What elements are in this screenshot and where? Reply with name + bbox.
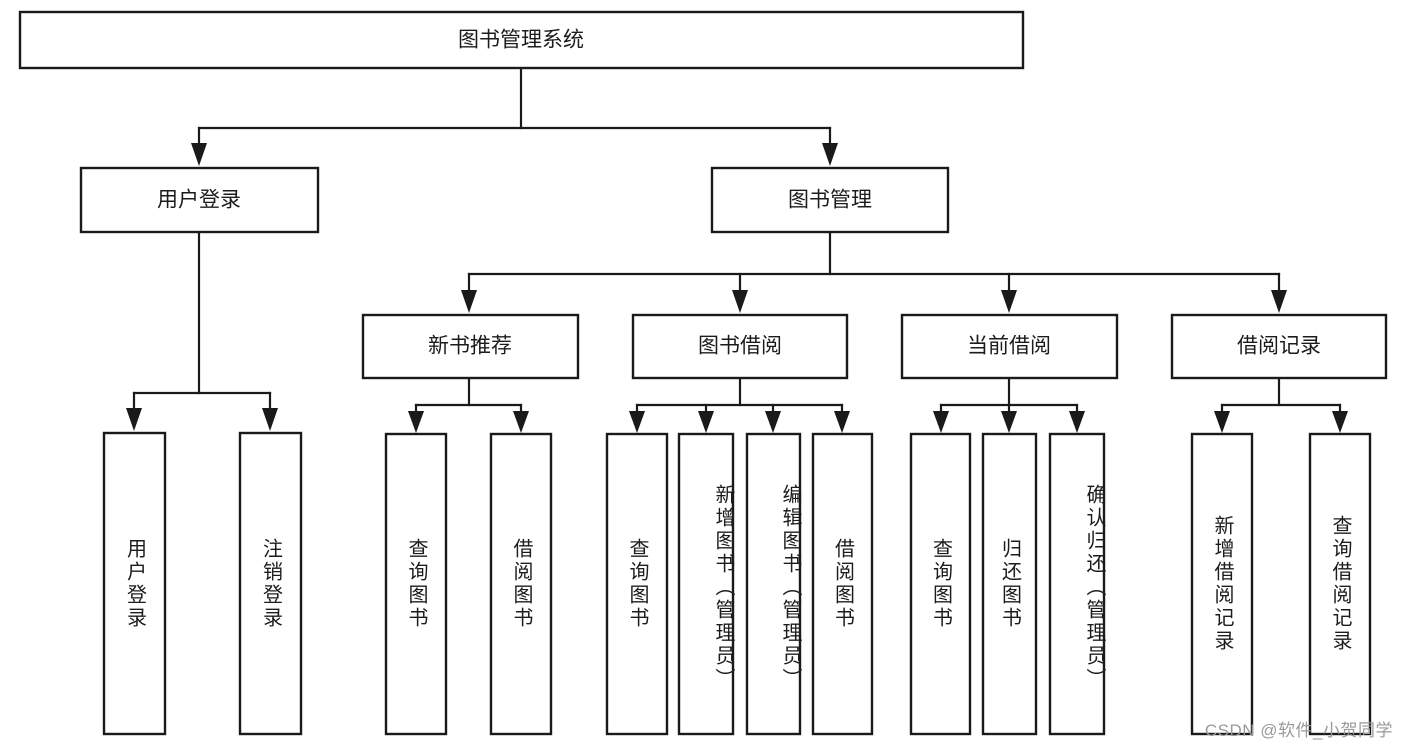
node-new-book-recommend[interactable]: 新书推荐 [361, 313, 580, 380]
connector-group-new-book [408, 376, 529, 433]
arrowhead-cb-query-book [933, 411, 949, 433]
leaf-rect-user-login[interactable] [102, 431, 167, 736]
leaf-rect-br-add-record[interactable] [1190, 432, 1254, 736]
arrowhead-user-login [191, 143, 207, 166]
arrowhead-bb-borrow-book [834, 411, 850, 433]
arrowhead-br-query-record [1332, 411, 1348, 433]
node-book-management[interactable]: 图书管理 [710, 166, 950, 234]
leaf-rect-cb-return-book[interactable] [981, 432, 1038, 736]
leaf-rect-nb-query-book[interactable] [384, 432, 448, 736]
arrowhead-book-mgmt [822, 143, 838, 166]
leaf-rect-bb-query-book[interactable] [605, 432, 669, 736]
node-user-login-label: 用户登录 [157, 189, 241, 212]
arrowhead-leaf-user-login [126, 408, 142, 431]
arrowhead-bb-add-book [698, 411, 714, 433]
node-current-borrow-label: 当前借阅 [967, 335, 1051, 358]
arrowhead-nb-query-book [408, 411, 424, 433]
node-book-borrow-label: 图书借阅 [698, 335, 782, 358]
node-root[interactable]: 图书管理系统 [18, 10, 1025, 70]
connector-group-book-borrow [629, 376, 850, 433]
arrowhead-br-add-record [1214, 411, 1230, 433]
node-book-management-rect[interactable] [710, 166, 950, 234]
arrowhead-new-book [461, 290, 477, 313]
node-borrow-record[interactable]: 借阅记录 [1170, 313, 1388, 380]
connector-group-root [191, 66, 838, 166]
node-book-borrow-rect[interactable] [631, 313, 849, 380]
node-borrow-record-label: 借阅记录 [1237, 335, 1321, 358]
leaf-rect-bb-add-book[interactable] [677, 432, 735, 736]
leaf-rect-logout[interactable] [238, 431, 303, 736]
node-new-book-recommend-label: 新书推荐 [428, 335, 512, 358]
arrowhead-book-borrow [732, 290, 748, 313]
node-root-label: 图书管理系统 [458, 29, 584, 52]
arrowhead-cb-return-book [1001, 411, 1017, 433]
node-current-borrow-rect[interactable] [900, 313, 1119, 380]
node-user-login[interactable]: 用户登录 [79, 166, 320, 234]
node-new-book-recommend-rect[interactable] [361, 313, 580, 380]
node-book-management-label: 图书管理 [788, 189, 872, 212]
node-current-borrow[interactable]: 当前借阅 [900, 313, 1119, 380]
arrowhead-cb-confirm-return [1069, 411, 1085, 433]
arrowhead-nb-borrow-book [513, 411, 529, 433]
connector-group-book-mgmt [461, 230, 1287, 313]
node-borrow-record-rect[interactable] [1170, 313, 1388, 380]
arrowhead-bb-query-book [629, 411, 645, 433]
leaf-rect-bb-edit-book[interactable] [745, 432, 802, 736]
connector-group-borrow-record [1214, 376, 1348, 433]
leaf-rect-cb-confirm-return[interactable] [1048, 432, 1106, 736]
node-user-login-rect[interactable] [79, 166, 320, 234]
node-root-rect[interactable] [18, 10, 1025, 70]
node-book-borrow[interactable]: 图书借阅 [631, 313, 849, 380]
arrowhead-bb-edit-book [765, 411, 781, 433]
leaf-rect-cb-query-book[interactable] [909, 432, 972, 736]
leaf-rect-nb-borrow-book[interactable] [489, 432, 553, 736]
watermark: CSDN @软件_小贺同学 [1204, 721, 1393, 740]
arrowhead-current-borrow [1001, 290, 1017, 313]
arrowhead-borrow-record [1271, 290, 1287, 313]
connector-group-current-borrow [933, 376, 1085, 433]
arrowhead-leaf-logout [262, 408, 278, 431]
leaf-rect-bb-borrow-book[interactable] [811, 432, 874, 736]
leaf-rect-br-query-record[interactable] [1308, 432, 1372, 736]
connector-group-user-login [126, 230, 278, 431]
